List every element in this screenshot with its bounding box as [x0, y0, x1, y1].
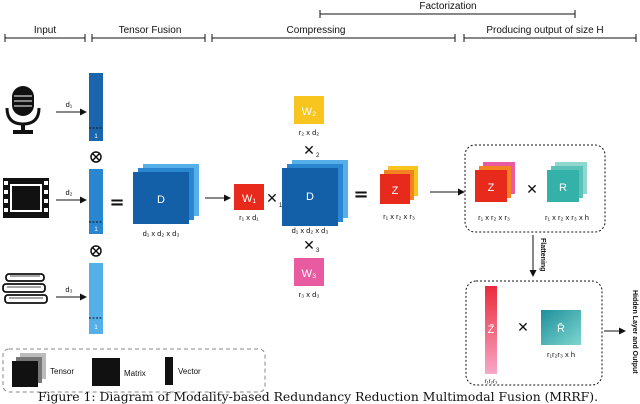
times-op-5: ✕	[517, 320, 529, 336]
times-op-4: ✕	[526, 182, 538, 198]
svg-text:✕: ✕	[303, 143, 315, 159]
input-vectors: 1 1 1	[89, 73, 103, 334]
header-tensor-fusion: Tensor Fusion	[119, 25, 182, 36]
vector-text	[89, 263, 103, 334]
svg-text:d₁ x d₂ x d₃: d₁ x d₂ x d₃	[292, 226, 329, 235]
svg-text:1: 1	[94, 134, 98, 140]
svg-text:r₃ x d₃: r₃ x d₃	[299, 290, 320, 299]
rbar-matrix: R̄ r₁r₂r₃ x h	[541, 310, 581, 359]
svg-text:r₁r₂r₃: r₁r₂r₃	[485, 379, 498, 385]
svg-text:W₂: W₂	[302, 106, 317, 118]
vector-video	[89, 169, 103, 234]
svg-text:D: D	[306, 191, 314, 203]
header-factorization: Factorization	[419, 1, 476, 12]
svg-text:3: 3	[316, 248, 320, 254]
header-compressing: Compressing	[287, 25, 346, 36]
header-input: Input	[34, 25, 56, 36]
producing-box	[464, 144, 606, 233]
legend-tensor: Tensor	[12, 353, 74, 387]
film-strip-icon	[3, 178, 49, 218]
books-icon	[2, 273, 48, 304]
vector-audio	[89, 73, 103, 141]
figure-caption: Figure 1: Diagram of Modality-based Redu…	[38, 390, 598, 404]
svg-text:Z: Z	[488, 182, 495, 194]
svg-text:1: 1	[94, 227, 98, 233]
svg-text:D: D	[157, 194, 165, 206]
svg-text:r₁r₂r₃ x h: r₁r₂r₃ x h	[547, 350, 575, 359]
svg-text:1: 1	[279, 203, 283, 209]
svg-text:r₁ x r₂ x r₃: r₁ x r₂ x r₃	[383, 212, 415, 221]
core-tensor-z: Z r₁ x r₂ x r₃	[380, 166, 418, 221]
svg-text:W₃: W₃	[302, 268, 317, 280]
svg-text:W₁: W₁	[242, 193, 256, 205]
svg-text:✕: ✕	[303, 238, 315, 254]
times-op-2: ✕ 2	[303, 143, 320, 159]
svg-text:2: 2	[316, 153, 320, 159]
svg-text:r₂ x d₂: r₂ x d₂	[299, 128, 319, 137]
matrix-w2: W₂ r₂ x d₂	[294, 96, 324, 137]
legend-box	[2, 348, 266, 393]
dim-d1: d₁	[66, 100, 73, 109]
svg-text:1: 1	[94, 325, 98, 331]
kronecker-op-2	[90, 245, 102, 257]
equals-sign-2: =	[353, 184, 368, 205]
tensor-dims: d₁ x d₂ x d₃	[143, 229, 180, 238]
svg-text:Matrix: Matrix	[124, 369, 146, 378]
flattened-box	[465, 280, 603, 386]
matrix-w3: W₃ r₃ x d₃	[294, 258, 324, 299]
legend-matrix: Matrix	[92, 358, 146, 386]
svg-text:Z: Z	[392, 185, 399, 197]
flattening-label: Flattening	[539, 238, 546, 271]
svg-text:R: R	[559, 182, 567, 194]
output-label: Hidden Layer and Output	[631, 290, 638, 374]
matrix-w1: W₁ r₁ x d₁	[234, 184, 264, 222]
tensor-d: D d₁ x d₂ x d₃	[133, 164, 199, 238]
core-tensor-z-2: Z r₁ x r₂ x r₃	[475, 162, 515, 222]
equals-sign-1: =	[109, 192, 124, 213]
svg-text:Z̄: Z̄	[488, 323, 495, 336]
svg-text:R̄: R̄	[557, 322, 565, 335]
dim-d3: d₃	[65, 285, 72, 294]
dim-d2: d₂	[65, 188, 72, 197]
svg-text:r₁ x d₁: r₁ x d₁	[239, 213, 259, 222]
input-arrows: d₁ d₂ d₃	[56, 100, 87, 301]
svg-text:r₁ x r₂ x r₃ x h: r₁ x r₂ x r₃ x h	[545, 213, 589, 222]
legend-vector: Vector	[165, 357, 201, 385]
kronecker-op-1	[90, 151, 102, 163]
section-headers: Input Tensor Fusion Compressing Producin…	[4, 1, 637, 42]
svg-text:r₁ x r₂ x r₃: r₁ x r₂ x r₃	[478, 213, 510, 222]
zbar-vector: Z̄ r₁r₂r₃	[485, 286, 498, 385]
microphone-icon	[5, 86, 41, 134]
times-op-3: ✕ 3	[303, 238, 320, 254]
times-op-1: ✕ 1	[266, 191, 283, 209]
svg-text:Vector: Vector	[178, 367, 201, 376]
svg-text:✕: ✕	[266, 191, 278, 207]
svg-text:Tensor: Tensor	[50, 367, 74, 376]
tensor-d-compress: D d₁ x d₂ x d₃	[282, 160, 348, 235]
tensor-r: R r₁ x r₂ x r₃ x h	[545, 162, 589, 222]
header-producing: Producing output of size H	[486, 25, 603, 36]
